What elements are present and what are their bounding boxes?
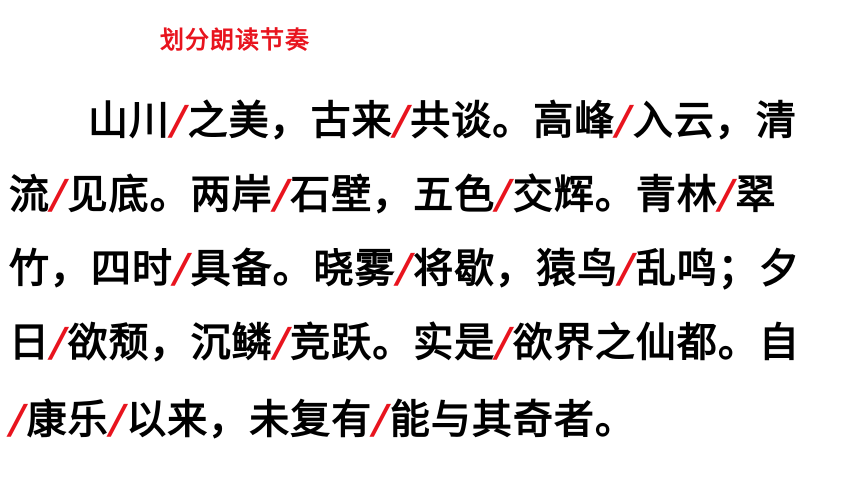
- text-segment: 乱鸣；夕: [635, 246, 800, 292]
- text-segment: 日: [9, 320, 50, 366]
- text-segment: 见底。两岸: [67, 172, 273, 218]
- text-segment: 共谈。高峰: [410, 98, 616, 144]
- text-line-2: 流/见底。两岸/石壁，五色/交辉。青林/翠: [9, 162, 776, 220]
- text-segment: 康乐: [26, 397, 109, 443]
- text-line-5: /康乐/以来，未复有/能与其奇者。: [5, 387, 636, 445]
- text-segment: 山川: [88, 98, 170, 144]
- text-segment: 入云，清: [632, 98, 797, 144]
- slide-title: 划分朗读节奏: [160, 26, 310, 54]
- text-line-4: 日/欲颓，沉鳞/竞跃。实是/欲界之仙都。自: [9, 310, 800, 368]
- text-segment: 将歇，猿鸟: [413, 246, 619, 292]
- text-segment: 交辉。青林: [512, 172, 718, 218]
- text-segment: 竹，四时: [9, 246, 173, 292]
- text-segment: 以来，未复有: [126, 397, 373, 443]
- text-segment: 翠: [735, 172, 777, 218]
- text-segment: 具备。晓雾: [190, 246, 396, 292]
- text-segment: 能与其奇者。: [389, 397, 636, 443]
- text-segment: 之美，古来: [187, 98, 393, 144]
- text-segment: 欲颓，沉鳞: [67, 320, 273, 366]
- text-segment: 流: [9, 172, 50, 218]
- text-line-1: 山川/之美，古来/共谈。高峰/入云，清: [88, 88, 797, 146]
- text-segment: 石壁，五色: [290, 172, 496, 218]
- text-segment: 欲界之仙都。自: [512, 320, 800, 366]
- text-line-3: 竹，四时/具备。晓雾/将歇，猿鸟/乱鸣；夕: [9, 236, 800, 294]
- text-segment: 竞跃。实是: [290, 320, 496, 366]
